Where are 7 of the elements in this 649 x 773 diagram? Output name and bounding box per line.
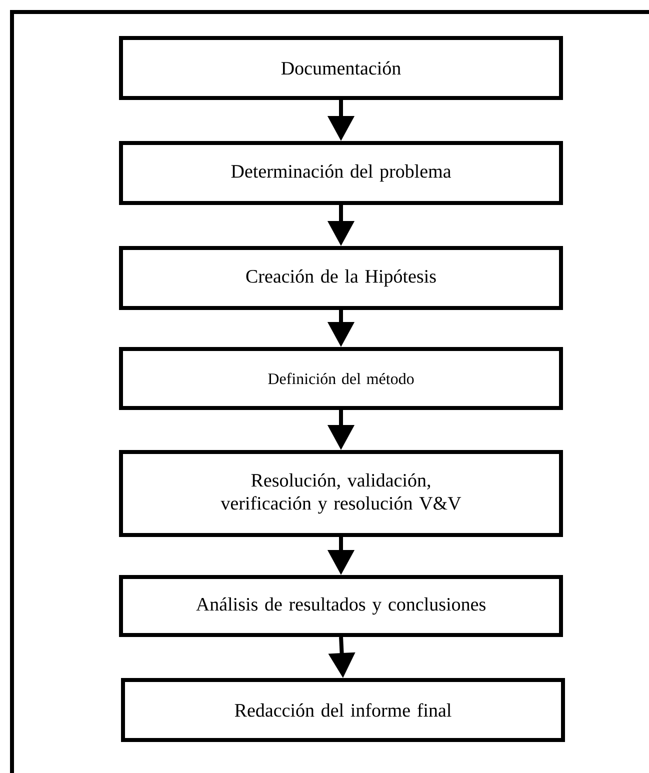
process-box: Definición del método: [119, 347, 563, 410]
process-box: Creación de la Hipótesis: [119, 246, 563, 310]
process-box: Determinación del problema: [119, 141, 563, 205]
process-box: Redacción del informe final: [121, 678, 565, 742]
process-box: Análisis de resultados y conclusiones: [119, 575, 563, 637]
process-box: Documentación: [119, 36, 563, 100]
process-box: Resolución, validación, verificación y resolución V&V: [119, 450, 563, 537]
